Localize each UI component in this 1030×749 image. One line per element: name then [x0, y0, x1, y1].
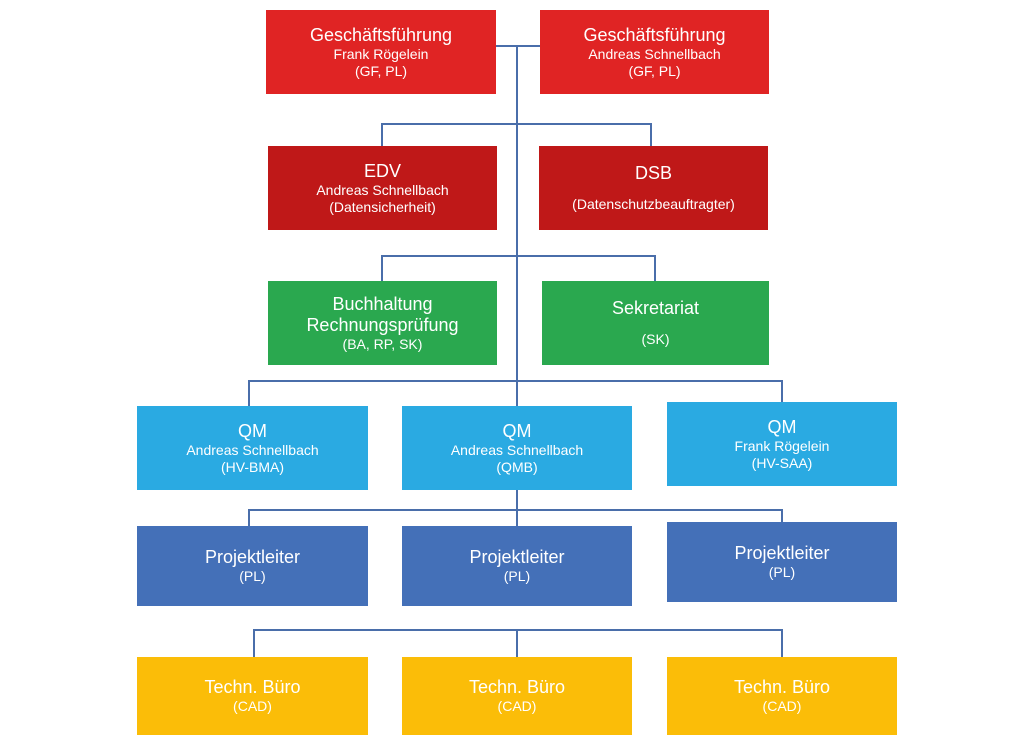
node-role: (PL): [239, 568, 266, 584]
node-person: Frank Rögelein: [734, 437, 830, 454]
node-qm-hv-bma: QM Andreas Schnellbach (HV-BMA): [137, 406, 368, 490]
node-title: Projektleiter: [469, 547, 565, 567]
node-role: (GF, PL): [354, 62, 408, 79]
node-dsb: DSB (Datenschutzbeauftragter): [539, 146, 768, 230]
node-person: Andreas Schnellbach: [186, 441, 319, 458]
node-qm-qmb: QM Andreas Schnellbach (QMB): [402, 406, 632, 490]
node-geschaeftsfuehrung-roegelein: Geschäftsführung Frank Rögelein (GF, PL): [266, 10, 496, 94]
node-title: Techn. Büro: [733, 677, 831, 697]
node-person: Andreas Schnellbach: [316, 181, 449, 198]
node-sekretariat: Sekretariat (SK): [542, 281, 769, 365]
node-person: Andreas Schnellbach: [588, 45, 721, 62]
node-role: (PL): [503, 568, 531, 584]
node-person: Frank Rögelein: [333, 45, 429, 62]
node-title: QM: [238, 420, 267, 441]
node-techn-buero-1: Techn. Büro (CAD): [137, 657, 368, 735]
node-role: (SK): [641, 331, 670, 347]
connector-branch-edv-dsb: [381, 123, 652, 146]
node-title: Sekretariat: [611, 298, 700, 318]
node-edv: EDV Andreas Schnellbach (Datensicherheit…: [268, 146, 497, 230]
node-geschaeftsfuehrung-schnellbach: Geschäftsführung Andreas Schnellbach (GF…: [540, 10, 769, 94]
node-title: Geschäftsführung: [583, 24, 726, 45]
node-title: EDV: [363, 160, 401, 181]
node-projektleiter-3: Projektleiter (PL): [667, 522, 897, 602]
node-role: (PL): [768, 564, 796, 580]
node-role: (Datensicherheit): [329, 198, 436, 215]
node-title: QM: [502, 420, 532, 441]
node-role: (CAD): [497, 698, 537, 714]
node-person: Andreas Schnellbach: [450, 441, 584, 458]
node-role: (QMB): [496, 458, 538, 475]
node-buchhaltung: Buchhaltung Rechnungsprüfung (BA, RP, SK…: [268, 281, 497, 365]
node-techn-buero-2: Techn. Büro (CAD): [402, 657, 632, 735]
connector-branch-pl: [248, 500, 783, 526]
connector-branch-tb: [253, 629, 783, 657]
node-title: Geschäftsführung: [309, 24, 453, 45]
node-projektleiter-1: Projektleiter (PL): [137, 526, 368, 606]
node-title-secondary: Rechnungsprüfung: [306, 314, 459, 335]
node-role: (Datenschutzbeauftragter): [572, 196, 735, 212]
node-role: (BA, RP, SK): [342, 335, 423, 352]
node-title: Projektleiter: [734, 543, 830, 563]
connector-branch-qm: [248, 380, 783, 406]
node-role: (HV-SAA): [751, 454, 813, 471]
node-qm-hv-saa: QM Frank Rögelein (HV-SAA): [667, 402, 897, 486]
connector-branch-bh-sk: [381, 255, 656, 281]
node-title: QM: [767, 416, 797, 437]
node-title: DSB: [634, 163, 672, 183]
node-projektleiter-2: Projektleiter (PL): [402, 526, 632, 606]
node-title: Techn. Büro: [468, 677, 566, 697]
node-title: Buchhaltung: [332, 293, 433, 314]
node-role: (HV-BMA): [221, 458, 284, 475]
node-techn-buero-3: Techn. Büro (CAD): [667, 657, 897, 735]
node-title: Projektleiter: [204, 547, 301, 567]
node-role: (CAD): [762, 698, 802, 714]
node-role: (CAD): [233, 698, 272, 714]
node-title: Techn. Büro: [204, 677, 301, 697]
node-role: (GF, PL): [628, 62, 681, 79]
